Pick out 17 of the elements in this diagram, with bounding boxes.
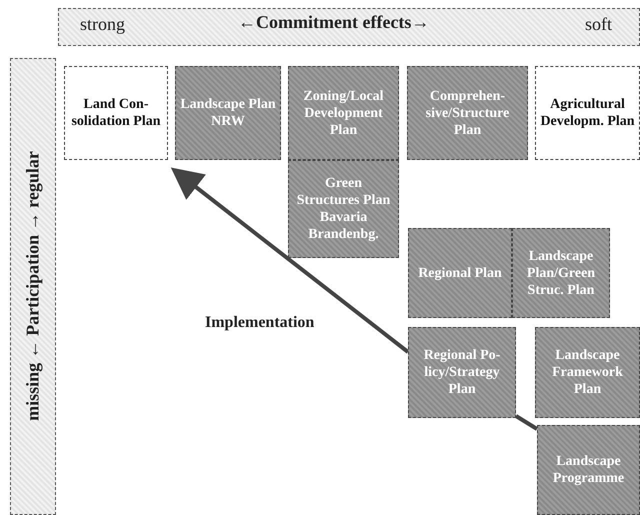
plan-box: Zoning/Local Development Plan [288, 66, 399, 160]
plan-box: Regional Po- licy/Strategy Plan [408, 327, 516, 418]
edge-label: Implementation [205, 314, 314, 332]
axis-title: missing ← Participation → regular [22, 151, 44, 421]
plan-box: Landscape Plan/Green Struc. Plan [512, 228, 610, 318]
axis-label: soft [585, 14, 612, 35]
plan-box: Green Structures Plan Bavaria Brandenbg. [288, 160, 399, 258]
plan-box: Agricultural Developm. Plan [535, 66, 640, 160]
plan-box: Landscape Plan NRW [175, 66, 281, 160]
axis-label: strong [80, 14, 125, 35]
axis-title: ←Commitment effects→ [238, 12, 430, 33]
plan-box: Land Con- solidation Plan [64, 66, 168, 160]
plan-box: Regional Plan [408, 228, 512, 318]
plan-box: Landscape Programme [537, 425, 640, 515]
arrow [170, 168, 410, 354]
plan-box: Landscape Framework Plan [535, 327, 640, 418]
plan-box: Comprehen- sive/Structure Plan [407, 66, 528, 160]
